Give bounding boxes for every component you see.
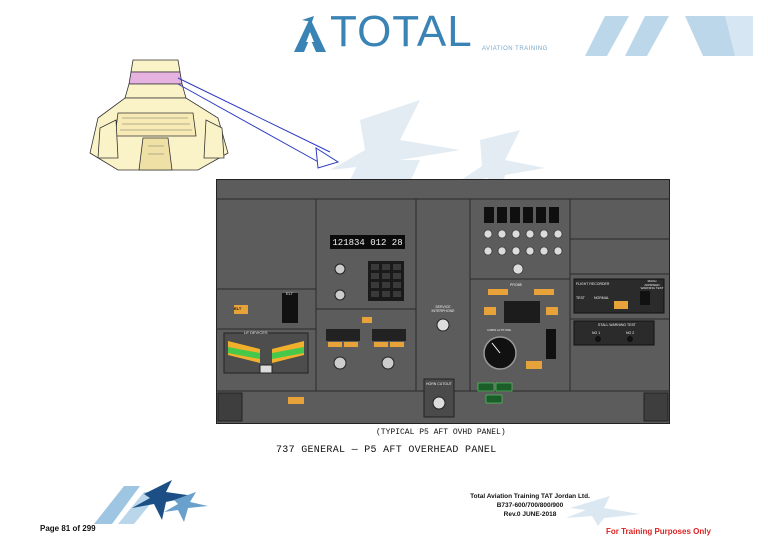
elt-left-label: ELT <box>234 306 242 311</box>
flight-recorder-test-label: TEST <box>576 296 585 300</box>
le-devices-label: LE DEVICES <box>244 330 268 335</box>
cockpit-illustration <box>89 59 229 171</box>
flight-recorder-normal-label: NORMAL <box>594 296 609 300</box>
cabin-altitude-label: CABIN ALTITUDE <box>486 328 512 332</box>
service-interphone-label: SERVICE INTERPHONE <box>431 305 455 313</box>
flight-recorder-label: FLIGHT RECORDER <box>576 282 610 286</box>
footer-revision: Rev.0 JUNE-2018 <box>503 511 557 518</box>
total-logo-icon <box>294 16 326 52</box>
clock-display-2: 012 28 <box>370 238 403 248</box>
panel-graphics <box>216 198 670 422</box>
stall-warning-test-label: STALL WARNING TEST <box>598 323 636 327</box>
clock-display-1: 121834 <box>332 238 365 248</box>
horn-cutout-label: HORN CUTOUT <box>426 382 452 386</box>
training-note: For Training Purposes Only <box>606 527 711 536</box>
panel-caption: (TYPICAL P5 AFT OVHD PANEL) <box>376 428 506 437</box>
elt-top-label: ELT <box>286 291 294 296</box>
mach-airspeed-warning-label: MACH AIRSPEED WARNING TEST <box>640 279 664 290</box>
footer-logo-icon <box>94 480 208 524</box>
footer-company: Total Aviation Training TAT Jordan Ltd. <box>470 493 590 500</box>
stall-no1-label: NO 1 <box>592 331 601 335</box>
probe-label: PROBE <box>510 283 523 287</box>
stall-no2-label: NO 2 <box>626 331 635 335</box>
header-decoration-icon <box>585 16 753 56</box>
footer-company-block: Total Aviation Training TAT Jordan Ltd. … <box>440 492 620 519</box>
footer-model: B737-600/700/800/900 <box>496 502 564 509</box>
panel-title: 737 GENERAL — P5 AFT OVERHEAD PANEL <box>276 445 497 456</box>
page-number: Page 81 of 299 <box>40 524 96 533</box>
footer-plane-watermark-icon <box>566 496 640 526</box>
brand-subtitle: AVIATION TRAINING <box>482 46 548 52</box>
brand-title: TOTAL <box>330 7 473 56</box>
